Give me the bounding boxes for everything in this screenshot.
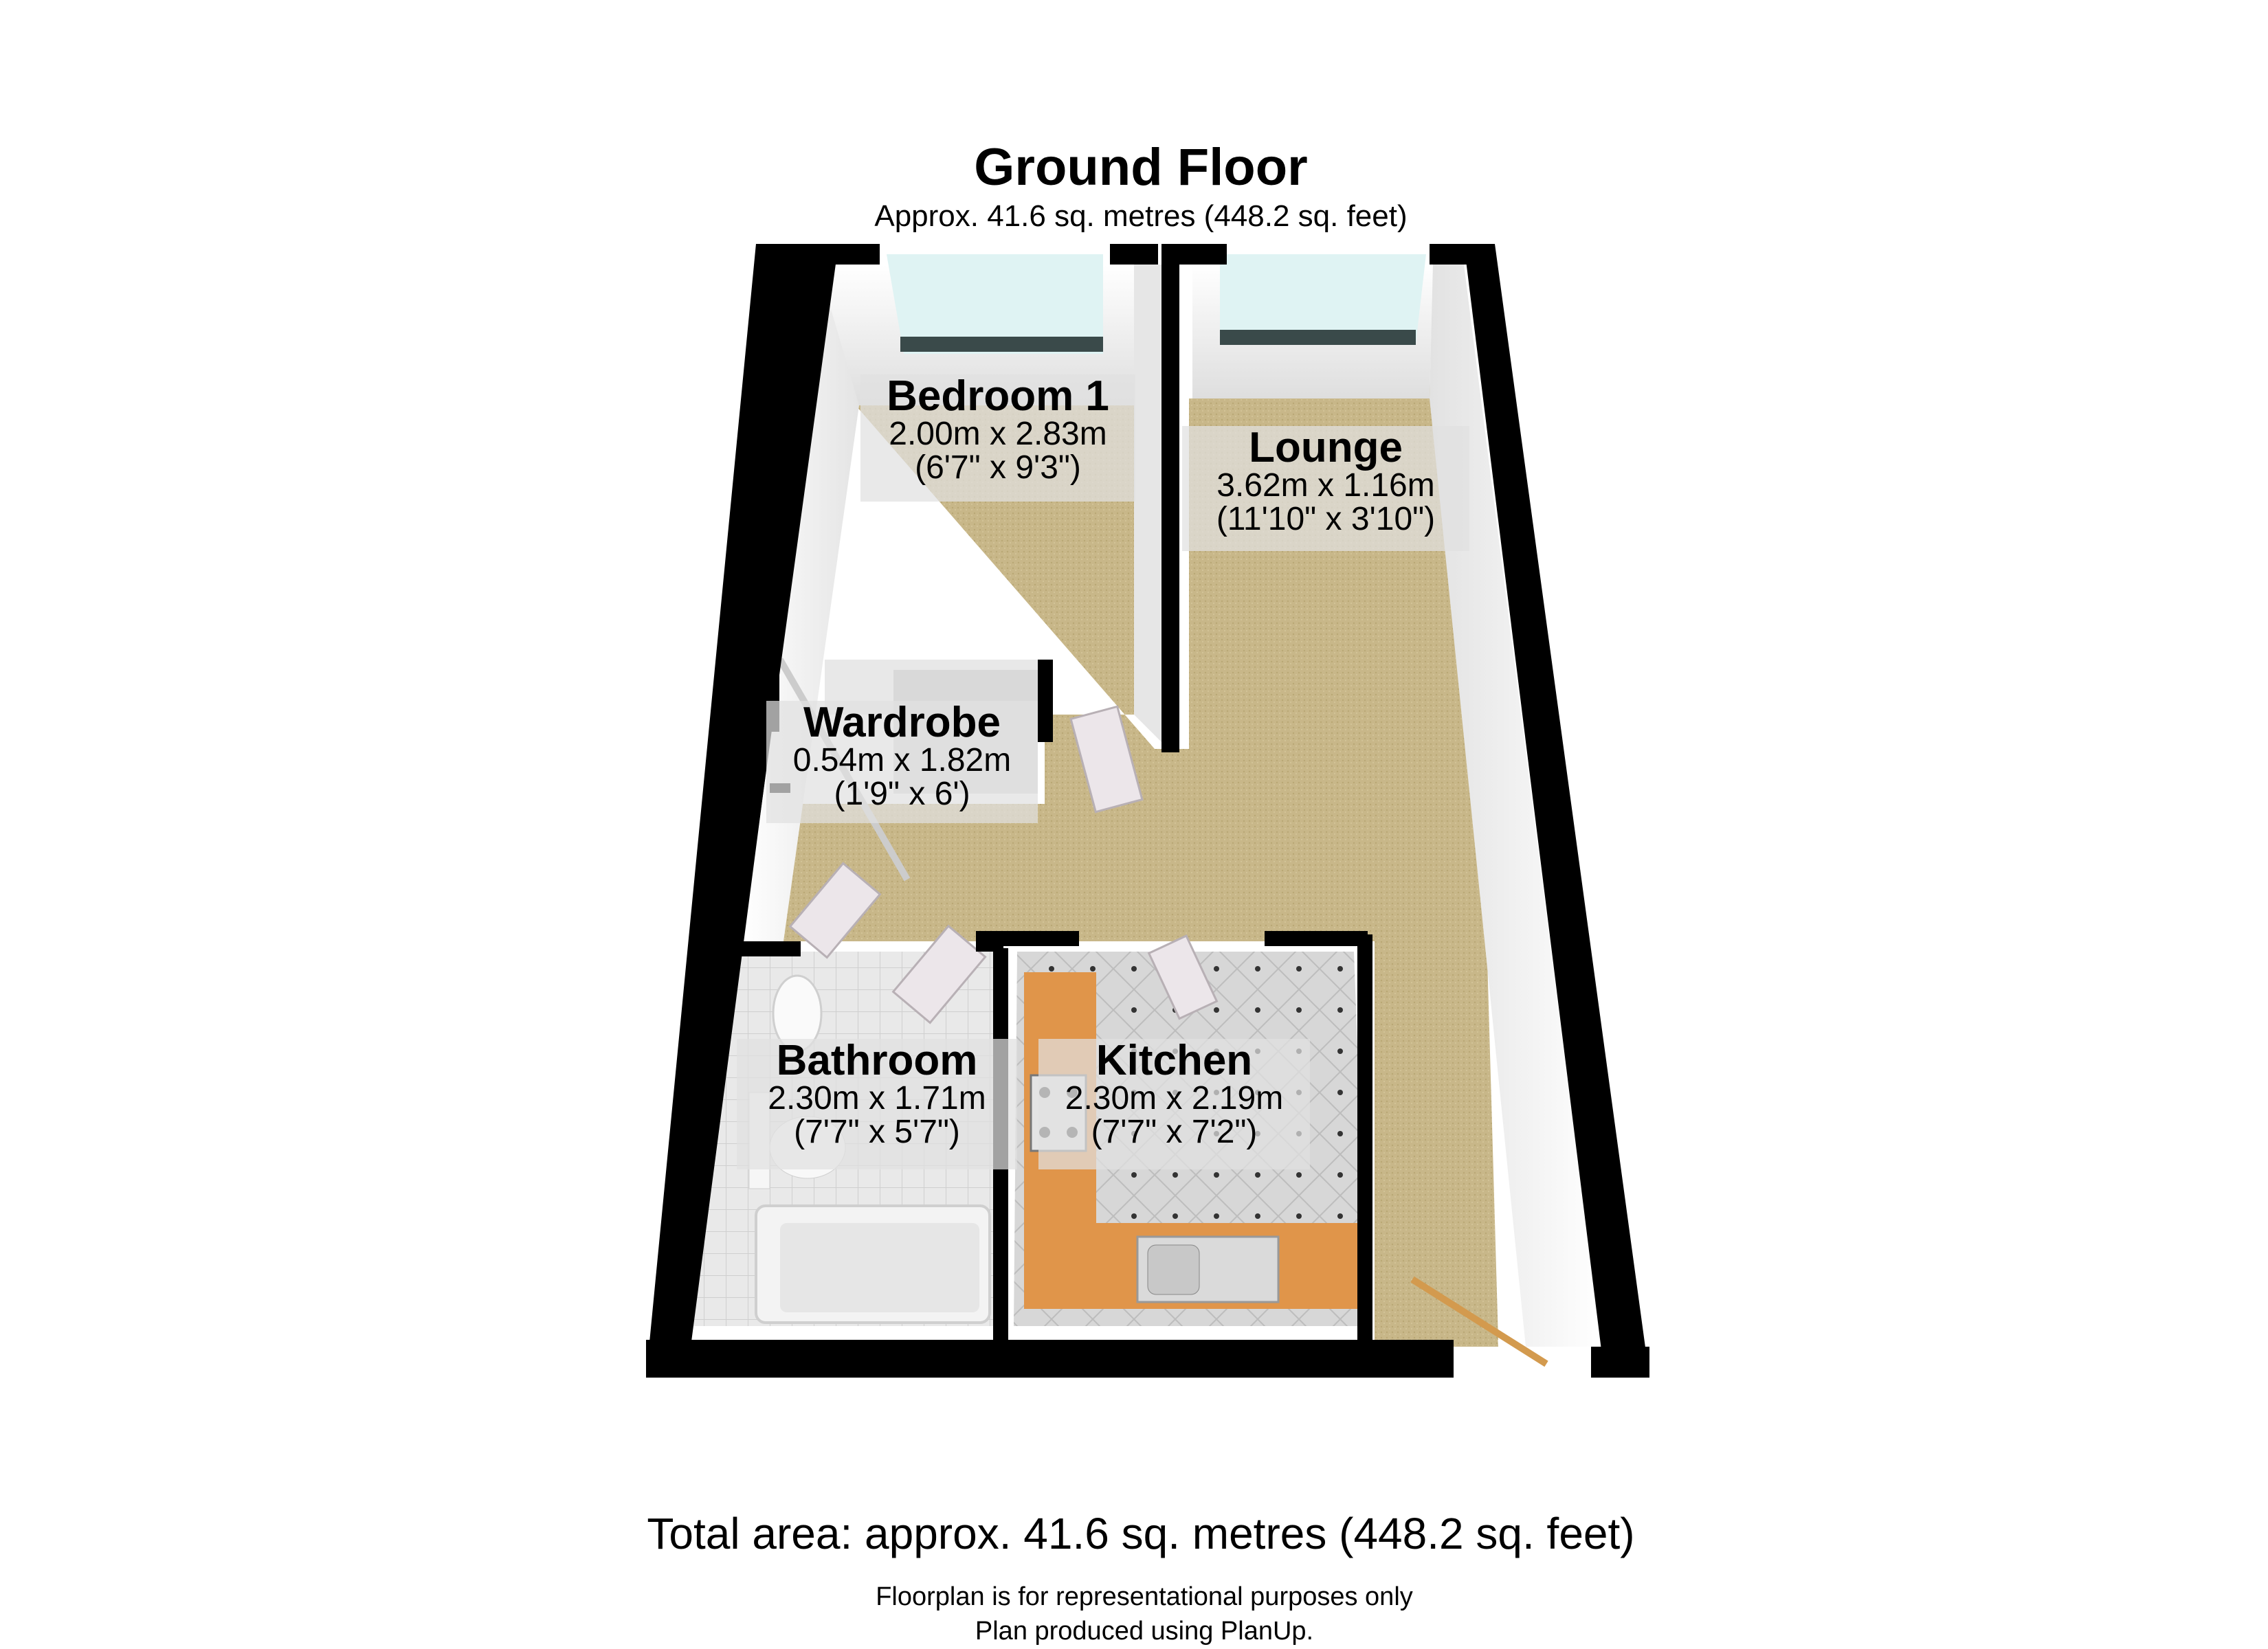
doors — [788, 705, 1548, 1367]
carpet-floor — [777, 385, 1498, 1347]
lounge-window — [1220, 254, 1426, 345]
hall-door-icon — [788, 862, 882, 959]
bathroom-door-icon — [891, 924, 987, 1024]
room-dimensions-metric: 2.30m x 1.71m — [768, 1080, 986, 1117]
bedroom-window — [887, 254, 1103, 354]
bedroom-door-icon — [1069, 705, 1144, 814]
room-dimensions-imperial: (6'7" x 9'3") — [915, 449, 1081, 486]
room-name: Bathroom — [776, 1037, 978, 1084]
entrance-door-icon — [1410, 1276, 1548, 1367]
room-dimensions-metric: 0.54m x 1.82m — [792, 742, 1012, 779]
room-label-kitchen: Kitchen 2.30m x 2.19m (7'7" x 7'2") — [1038, 1039, 1310, 1169]
room-dimensions-imperial: (11'10" x 3'10") — [1216, 501, 1436, 538]
room-label-bathroom: Bathroom 2.30m x 1.71m (7'7" x 5'7") — [737, 1039, 1017, 1169]
walls — [646, 244, 1649, 1378]
kitchen-worktop — [1024, 972, 1364, 1309]
kitchen-door-icon — [1147, 934, 1219, 1020]
room-dimensions-imperial: (1'9" x 6') — [834, 776, 970, 813]
room-label-bedroom-1: Bedroom 1 2.00m x 2.83m (6'7" x 9'3") — [860, 374, 1135, 502]
total-area: Total area: approx. 41.6 sq. metres (448… — [647, 1509, 1635, 1558]
room-dimensions-metric: 2.30m x 2.19m — [1065, 1080, 1284, 1117]
disclaimer-text: Floorplan is for representational purpos… — [876, 1582, 1413, 1611]
floor-area-subtitle: Approx. 41.6 sq. metres (448.2 sq. feet) — [874, 199, 1408, 233]
room-name: Kitchen — [1096, 1037, 1253, 1084]
room-name: Wardrobe — [803, 699, 1001, 746]
room-name: Lounge — [1249, 424, 1403, 471]
room-dimensions-metric: 3.62m x 1.16m — [1216, 467, 1435, 504]
room-label-wardrobe: Wardrobe 0.54m x 1.82m (1'9" x 6') — [766, 701, 1038, 823]
room-label-lounge: Lounge 3.62m x 1.16m (11'10" x 3'10") — [1182, 426, 1469, 551]
room-name: Bedroom 1 — [887, 372, 1109, 420]
room-dimensions-imperial: (7'7" x 5'7") — [794, 1114, 960, 1151]
credit-text: Plan produced using PlanUp. — [975, 1617, 1314, 1646]
room-dimensions-metric: 2.00m x 2.83m — [889, 416, 1107, 453]
room-dimensions-imperial: (7'7" x 7'2") — [1091, 1114, 1258, 1151]
floor-title: Ground Floor — [974, 138, 1308, 197]
